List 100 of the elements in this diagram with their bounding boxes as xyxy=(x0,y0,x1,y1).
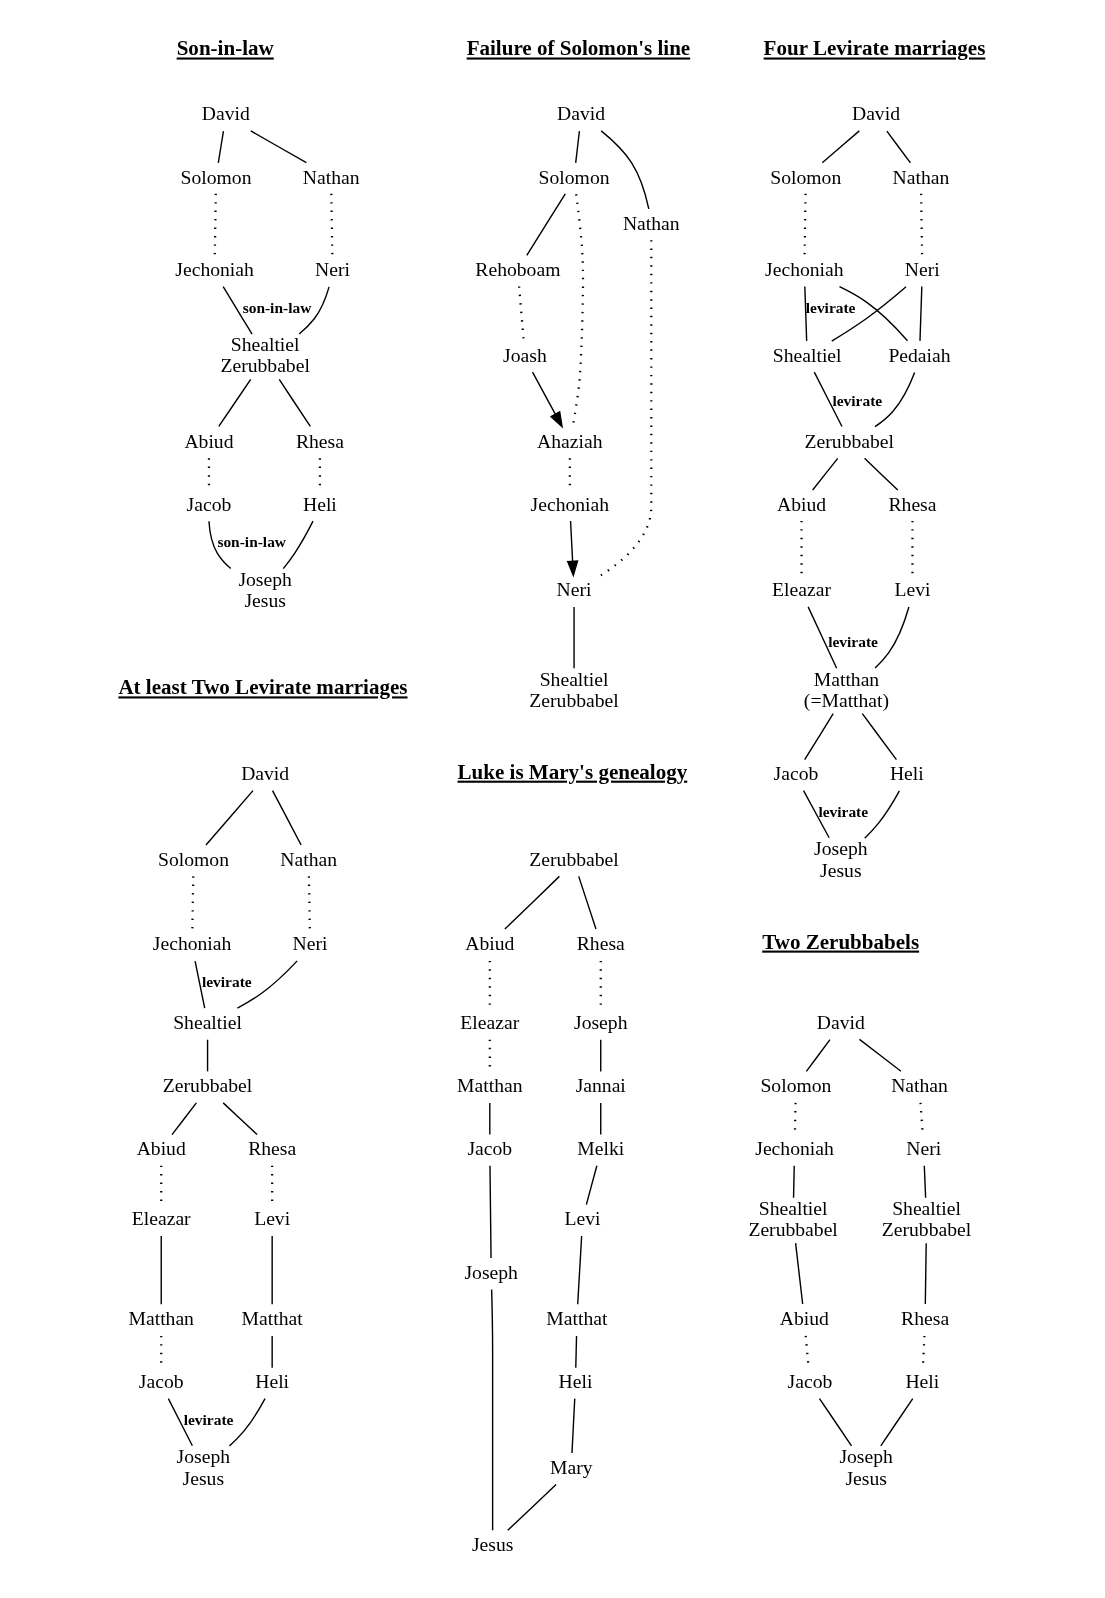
connector xyxy=(517,286,525,341)
connector xyxy=(204,789,254,846)
connector xyxy=(490,1288,493,1532)
connector xyxy=(207,520,231,570)
node-text: Shealtiel Zerubbabel xyxy=(528,667,619,711)
connector xyxy=(503,875,560,930)
connector xyxy=(599,130,649,210)
node-text: Jacob xyxy=(466,1137,512,1160)
node-text: David xyxy=(240,762,289,785)
label: At least Two Levirate marriages xyxy=(117,675,408,700)
node-text: Joseph Jesus xyxy=(237,567,292,611)
node-text: Nathan xyxy=(892,165,949,188)
connector xyxy=(270,1335,273,1369)
connector xyxy=(813,371,843,428)
edge-label: levirate xyxy=(827,633,878,651)
node-text: David xyxy=(201,102,250,125)
node-text: Zerubbabel xyxy=(528,847,619,870)
node-text: Joseph xyxy=(573,1010,627,1033)
node-text: Eleazar xyxy=(131,1207,191,1230)
node-text: Abiud xyxy=(136,1137,186,1160)
connector xyxy=(221,285,253,335)
connector xyxy=(806,606,837,669)
connector xyxy=(792,1165,795,1199)
node-text: Abiud xyxy=(464,932,514,955)
node-text: Rhesa xyxy=(295,429,344,452)
connector xyxy=(918,285,923,342)
node-text: Jacob xyxy=(773,762,818,785)
node-text: Shealtiel Zerubbabel xyxy=(881,1196,971,1240)
node-text: Eleazar xyxy=(459,1010,519,1033)
node-text: Levi xyxy=(563,1207,600,1230)
label: Two Zerubbabels xyxy=(761,929,919,954)
node-text: Heli xyxy=(254,1370,289,1393)
node-text: Jechoniah xyxy=(754,1137,834,1160)
node-text: Levi xyxy=(253,1207,290,1230)
node-text: Jannai xyxy=(575,1074,626,1097)
connector xyxy=(506,1483,557,1531)
connector xyxy=(488,1102,490,1136)
node-text: Eleazar xyxy=(771,578,831,601)
node-text: Nathan xyxy=(302,165,359,188)
node-text: Neri xyxy=(314,258,350,281)
node-text: Jacob xyxy=(186,492,231,515)
arrow xyxy=(566,520,578,578)
node-text: Neri xyxy=(904,258,940,281)
connector xyxy=(572,606,575,669)
connector xyxy=(585,1165,598,1206)
node-text: Jacob xyxy=(138,1370,184,1393)
node-text: Jechoniah xyxy=(530,492,609,515)
connector xyxy=(794,1242,803,1305)
node-text: David xyxy=(816,1010,865,1033)
connector xyxy=(228,1397,266,1447)
connector xyxy=(525,193,566,257)
node-text: Rhesa xyxy=(247,1137,296,1160)
connector xyxy=(805,1039,831,1073)
node-text: Shealtiel xyxy=(172,1010,242,1033)
node-text: Ahaziah xyxy=(536,429,603,452)
edge-label: son-in-law xyxy=(242,298,311,316)
node-text: Heli xyxy=(889,762,924,785)
node-text: Jechoniah xyxy=(152,932,231,955)
node-text: Pedaiah xyxy=(887,343,951,366)
arrow xyxy=(531,371,563,429)
connector xyxy=(821,130,860,164)
edge-label: levirate xyxy=(831,391,882,409)
connector xyxy=(802,193,807,256)
connector xyxy=(873,606,910,669)
node-text: Solomon xyxy=(180,165,251,188)
node-text: Heli xyxy=(904,1370,939,1393)
connector xyxy=(329,193,333,256)
label: Luke is Mary's genealogy xyxy=(457,759,687,784)
node-text: Abiud xyxy=(779,1307,829,1330)
connector xyxy=(919,193,923,256)
connector xyxy=(574,130,580,164)
node-text: Shealtiel Zerubbabel xyxy=(219,333,310,377)
node-text: Joash xyxy=(502,343,547,366)
connector xyxy=(236,960,298,1009)
node-text: Rhesa xyxy=(887,492,936,515)
connector xyxy=(858,1038,902,1072)
connector xyxy=(570,1397,575,1454)
connector xyxy=(799,521,803,576)
node-text: Matthat xyxy=(545,1307,607,1330)
connector xyxy=(863,457,898,491)
connector xyxy=(270,1235,273,1305)
connector xyxy=(217,378,251,428)
node-text: Nathan xyxy=(622,211,680,234)
node-text: Solomon xyxy=(538,165,610,188)
node-text: Abiud xyxy=(183,429,234,452)
connector xyxy=(170,1102,197,1136)
node-text: Neri xyxy=(905,1137,941,1160)
connector xyxy=(577,875,597,930)
node-text: Nathan xyxy=(279,847,337,870)
connector xyxy=(222,1102,258,1136)
node-text: David xyxy=(556,102,605,125)
node-text: Joseph Jesus xyxy=(838,1445,893,1489)
edge-label: levirate xyxy=(817,802,868,820)
node-text: Shealtiel xyxy=(772,343,842,366)
node-text: Heli xyxy=(302,492,337,515)
connector xyxy=(167,1397,193,1447)
connector xyxy=(873,371,915,428)
node-text: Joseph Jesus xyxy=(176,1445,230,1489)
node-text: Joseph xyxy=(463,1260,518,1283)
node-text: Neri xyxy=(292,932,328,955)
